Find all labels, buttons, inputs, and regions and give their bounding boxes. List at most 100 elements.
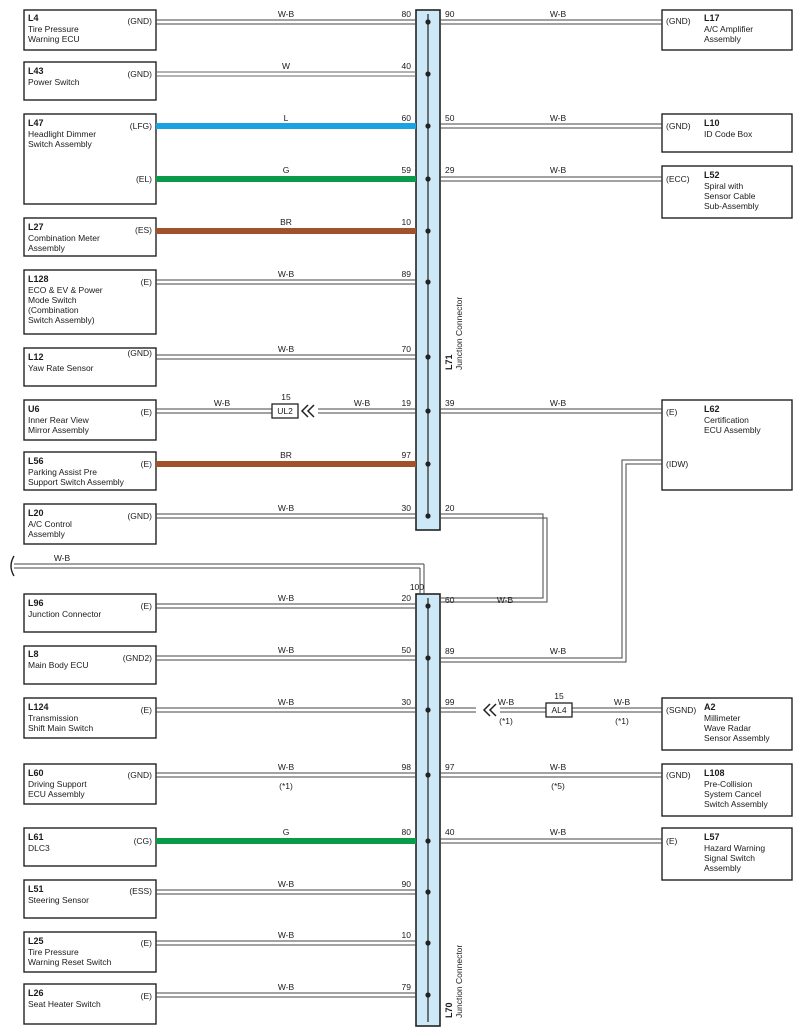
component-L26: L26 Seat Heater Switch (E) bbox=[23, 983, 157, 1025]
splice-UL2: UL2 15 bbox=[271, 392, 315, 419]
wire-L43-40: W 40 bbox=[156, 61, 431, 77]
pin-number: 40 bbox=[402, 61, 412, 71]
wire-color-label: W-B bbox=[278, 344, 295, 354]
wire-L60-98: W-B (*1) 98 bbox=[156, 762, 431, 791]
pin-number: 90 bbox=[402, 879, 412, 889]
wire-color-label: W-B bbox=[278, 269, 295, 279]
junction-name: Junction Connector bbox=[454, 297, 464, 370]
component-id: L56 bbox=[28, 456, 44, 466]
component-L60: L60 Driving Support ECU Assembly (GND) bbox=[23, 763, 157, 805]
terminal-label: (E) bbox=[141, 705, 153, 715]
pin-number: 19 bbox=[402, 398, 412, 408]
wire-color-label: W-B bbox=[550, 9, 567, 19]
component-name-line: Tire Pressure bbox=[28, 947, 79, 957]
pin-number: 60 bbox=[402, 113, 412, 123]
component-id: L96 bbox=[28, 598, 44, 608]
wire-color-label: W-B bbox=[278, 982, 295, 992]
component-id: L128 bbox=[28, 274, 49, 284]
component-A2: (SGND) A2 Millimeter Wave Radar Sensor A… bbox=[661, 697, 793, 751]
component-name-line: Parking Assist Pre bbox=[28, 467, 97, 477]
wire-color-label: L bbox=[284, 113, 289, 123]
component-id: L27 bbox=[28, 222, 44, 232]
component-L52: (ECC) L52 Spiral with Sensor Cable Sub-A… bbox=[661, 165, 793, 219]
pin-number: 40 bbox=[445, 827, 455, 837]
wire-color-label: W-B bbox=[278, 645, 295, 655]
component-name-line: Mode Switch bbox=[28, 295, 77, 305]
component-L96: L96 Junction Connector (E) bbox=[23, 593, 157, 633]
terminal-label: (GND) bbox=[127, 16, 152, 26]
component-name-line: Hazard Warning bbox=[704, 843, 765, 853]
component-id: A2 bbox=[704, 702, 716, 712]
wire-L57-40: 40 W-B bbox=[440, 827, 662, 844]
splice-pin: 15 bbox=[281, 392, 291, 402]
component-name-line: Steering Sensor bbox=[28, 895, 89, 905]
terminal-label: (GND) bbox=[127, 348, 152, 358]
component-id: L108 bbox=[704, 768, 725, 778]
pin-number: 100 bbox=[410, 582, 424, 592]
pin-number: 20 bbox=[402, 593, 412, 603]
wire-note: (*1) bbox=[279, 781, 293, 791]
junction-id: L71 bbox=[444, 354, 454, 370]
wire-color-label: W-B bbox=[550, 398, 567, 408]
wire-color-label: W bbox=[282, 61, 290, 71]
component-U6: U6 Inner Rear View Mirror Assembly (E) bbox=[23, 399, 157, 441]
wire-color-label: W-B bbox=[550, 165, 567, 175]
terminal-label: (E) bbox=[666, 836, 678, 846]
wire-L27-10: BR 10 bbox=[156, 217, 431, 234]
wire-L62-39: 39 W-B bbox=[440, 398, 662, 414]
wire-color-label: W-B bbox=[278, 879, 295, 889]
pin-number: 90 bbox=[445, 9, 455, 19]
junction-id: L70 bbox=[444, 1002, 454, 1018]
component-name-line: Combination Meter bbox=[28, 233, 100, 243]
junction-L71: L71 Junction Connector bbox=[415, 9, 464, 531]
wire-color-label: W-B bbox=[550, 762, 567, 772]
component-name-line: Warning ECU bbox=[28, 34, 80, 44]
wire-top-feed-100: W-B 100 bbox=[10, 553, 425, 594]
pin-number: 98 bbox=[402, 762, 412, 772]
wire-L17-90: 90 W-B bbox=[440, 9, 662, 25]
wire-L4-80: W-B 80 bbox=[156, 9, 431, 25]
component-L57: (E) L57 Hazard Warning Signal Switch Ass… bbox=[661, 827, 793, 881]
pin-number: 79 bbox=[402, 982, 412, 992]
component-id: L124 bbox=[28, 702, 49, 712]
component-id: L17 bbox=[704, 13, 720, 23]
terminal-label: (GND2) bbox=[123, 653, 152, 663]
component-id: L57 bbox=[704, 832, 720, 842]
component-L56: L56 Parking Assist Pre Support Switch As… bbox=[23, 451, 157, 491]
wire-color-label: W-B bbox=[550, 827, 567, 837]
pin-number: 29 bbox=[445, 165, 455, 175]
component-id: L61 bbox=[28, 832, 44, 842]
wire-L56-97: BR 97 bbox=[156, 450, 431, 467]
wire-L25-10: W-B 10 bbox=[156, 930, 431, 946]
terminal-label: (GND) bbox=[666, 16, 691, 26]
component-L62: (E) (IDW) L62 Certification ECU Assembly bbox=[661, 399, 793, 491]
component-name-line: Main Body ECU bbox=[28, 660, 88, 670]
component-name-line: Switch Assembly bbox=[28, 139, 93, 149]
splice-AL4: AL4 15 bbox=[545, 691, 573, 718]
pin-number: 99 bbox=[445, 697, 455, 707]
pin-number: 59 bbox=[402, 165, 412, 175]
wire-color-label: W-B bbox=[550, 113, 567, 123]
pin-number: 30 bbox=[402, 503, 412, 513]
component-name-line: Assembly bbox=[28, 243, 66, 253]
terminal-label: (SGND) bbox=[666, 705, 696, 715]
component-name-line: Switch Assembly bbox=[704, 799, 769, 809]
wire-L47-60: L 60 bbox=[156, 113, 431, 129]
component-name-line: ECU Assembly bbox=[704, 425, 761, 435]
splice-pin: 15 bbox=[554, 691, 564, 701]
component-L128: L128 ECO & EV & Power Mode Switch (Combi… bbox=[23, 269, 157, 335]
terminal-label: (GND) bbox=[666, 770, 691, 780]
component-id: L52 bbox=[704, 170, 720, 180]
pin-number: 97 bbox=[402, 450, 412, 460]
wire-color-label: W-B bbox=[614, 697, 631, 707]
wire-color-label: W-B bbox=[498, 697, 515, 707]
wire-color-label: W-B bbox=[278, 762, 295, 772]
wire-L124-30: W-B 30 bbox=[156, 697, 431, 713]
component-name-line: Warning Reset Switch bbox=[28, 957, 112, 967]
terminal-label: (ESS) bbox=[129, 886, 152, 896]
wire-color-label: W-B bbox=[278, 697, 295, 707]
wire-note: (*5) bbox=[551, 781, 565, 791]
wire-L108-97: 97 W-B (*5) bbox=[440, 762, 662, 791]
splice-id: AL4 bbox=[551, 705, 566, 715]
pin-number: 50 bbox=[445, 113, 455, 123]
